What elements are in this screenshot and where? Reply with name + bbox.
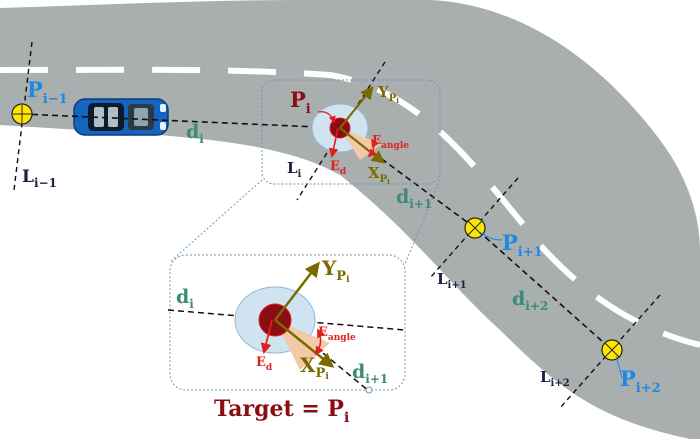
waypoint-marker-icon <box>464 217 486 239</box>
label-p-prev: Pi−1 <box>27 77 68 107</box>
zoom-box-top <box>261 79 441 185</box>
label-d-i: di <box>186 121 204 146</box>
zoom-label-x-axis: XPi <box>300 353 329 382</box>
label-l-next1: Li+1 <box>437 270 467 291</box>
label-e-angle: Eangle <box>372 133 409 151</box>
zoom-endpoint <box>365 386 373 394</box>
target-marker-icon <box>234 286 330 370</box>
leader-p-next2 <box>615 355 623 379</box>
e-d-arrow <box>328 127 339 158</box>
caption-target: Target = Pi <box>214 396 349 426</box>
label-d-next1: di+1 <box>396 186 432 211</box>
waypoint-marker-icon <box>11 103 33 125</box>
label-d-next2: di+2 <box>512 288 548 313</box>
zoom-label-e-angle: Eangle <box>318 325 356 343</box>
label-l-prev: Li−1 <box>22 167 57 190</box>
label-e-d: Ed <box>330 159 347 177</box>
e-angle-arc <box>367 138 380 158</box>
waypoint-marker-icon <box>601 339 623 361</box>
label-p-next1: Pi+1 <box>502 230 543 260</box>
zoom-e-d-arrow <box>260 319 273 355</box>
zoom-y-axis-arrow <box>274 261 320 321</box>
lane-dashes <box>0 66 700 348</box>
zoom-label-d-next1: di+1 <box>352 361 388 386</box>
y-axis-arrow <box>339 85 374 129</box>
label-l-next2: Li+2 <box>540 368 570 389</box>
zoom-e-angle-arc <box>315 328 326 356</box>
path-line <box>21 113 613 351</box>
zoom-x-axis-arrow <box>274 319 335 368</box>
zoom-box-bottom <box>169 254 406 391</box>
zoom-connector-left <box>169 179 263 263</box>
label-p-next2: Pi+2 <box>620 366 661 396</box>
car-icon <box>73 98 169 136</box>
zoom-label-e-d: Ed <box>256 355 273 373</box>
label-y-axis: YPi <box>377 83 399 105</box>
label-l-i: Li <box>287 159 302 180</box>
pi-pointer <box>317 111 336 124</box>
zoom-label-d-i: di <box>176 286 194 311</box>
label-x-axis: XPi <box>368 164 390 186</box>
leader-p-next1 <box>479 231 503 241</box>
zoom-label-y-axis: YPi <box>321 256 350 285</box>
label-p-i: Pi <box>290 87 311 117</box>
zoom-connector-right <box>404 179 441 265</box>
